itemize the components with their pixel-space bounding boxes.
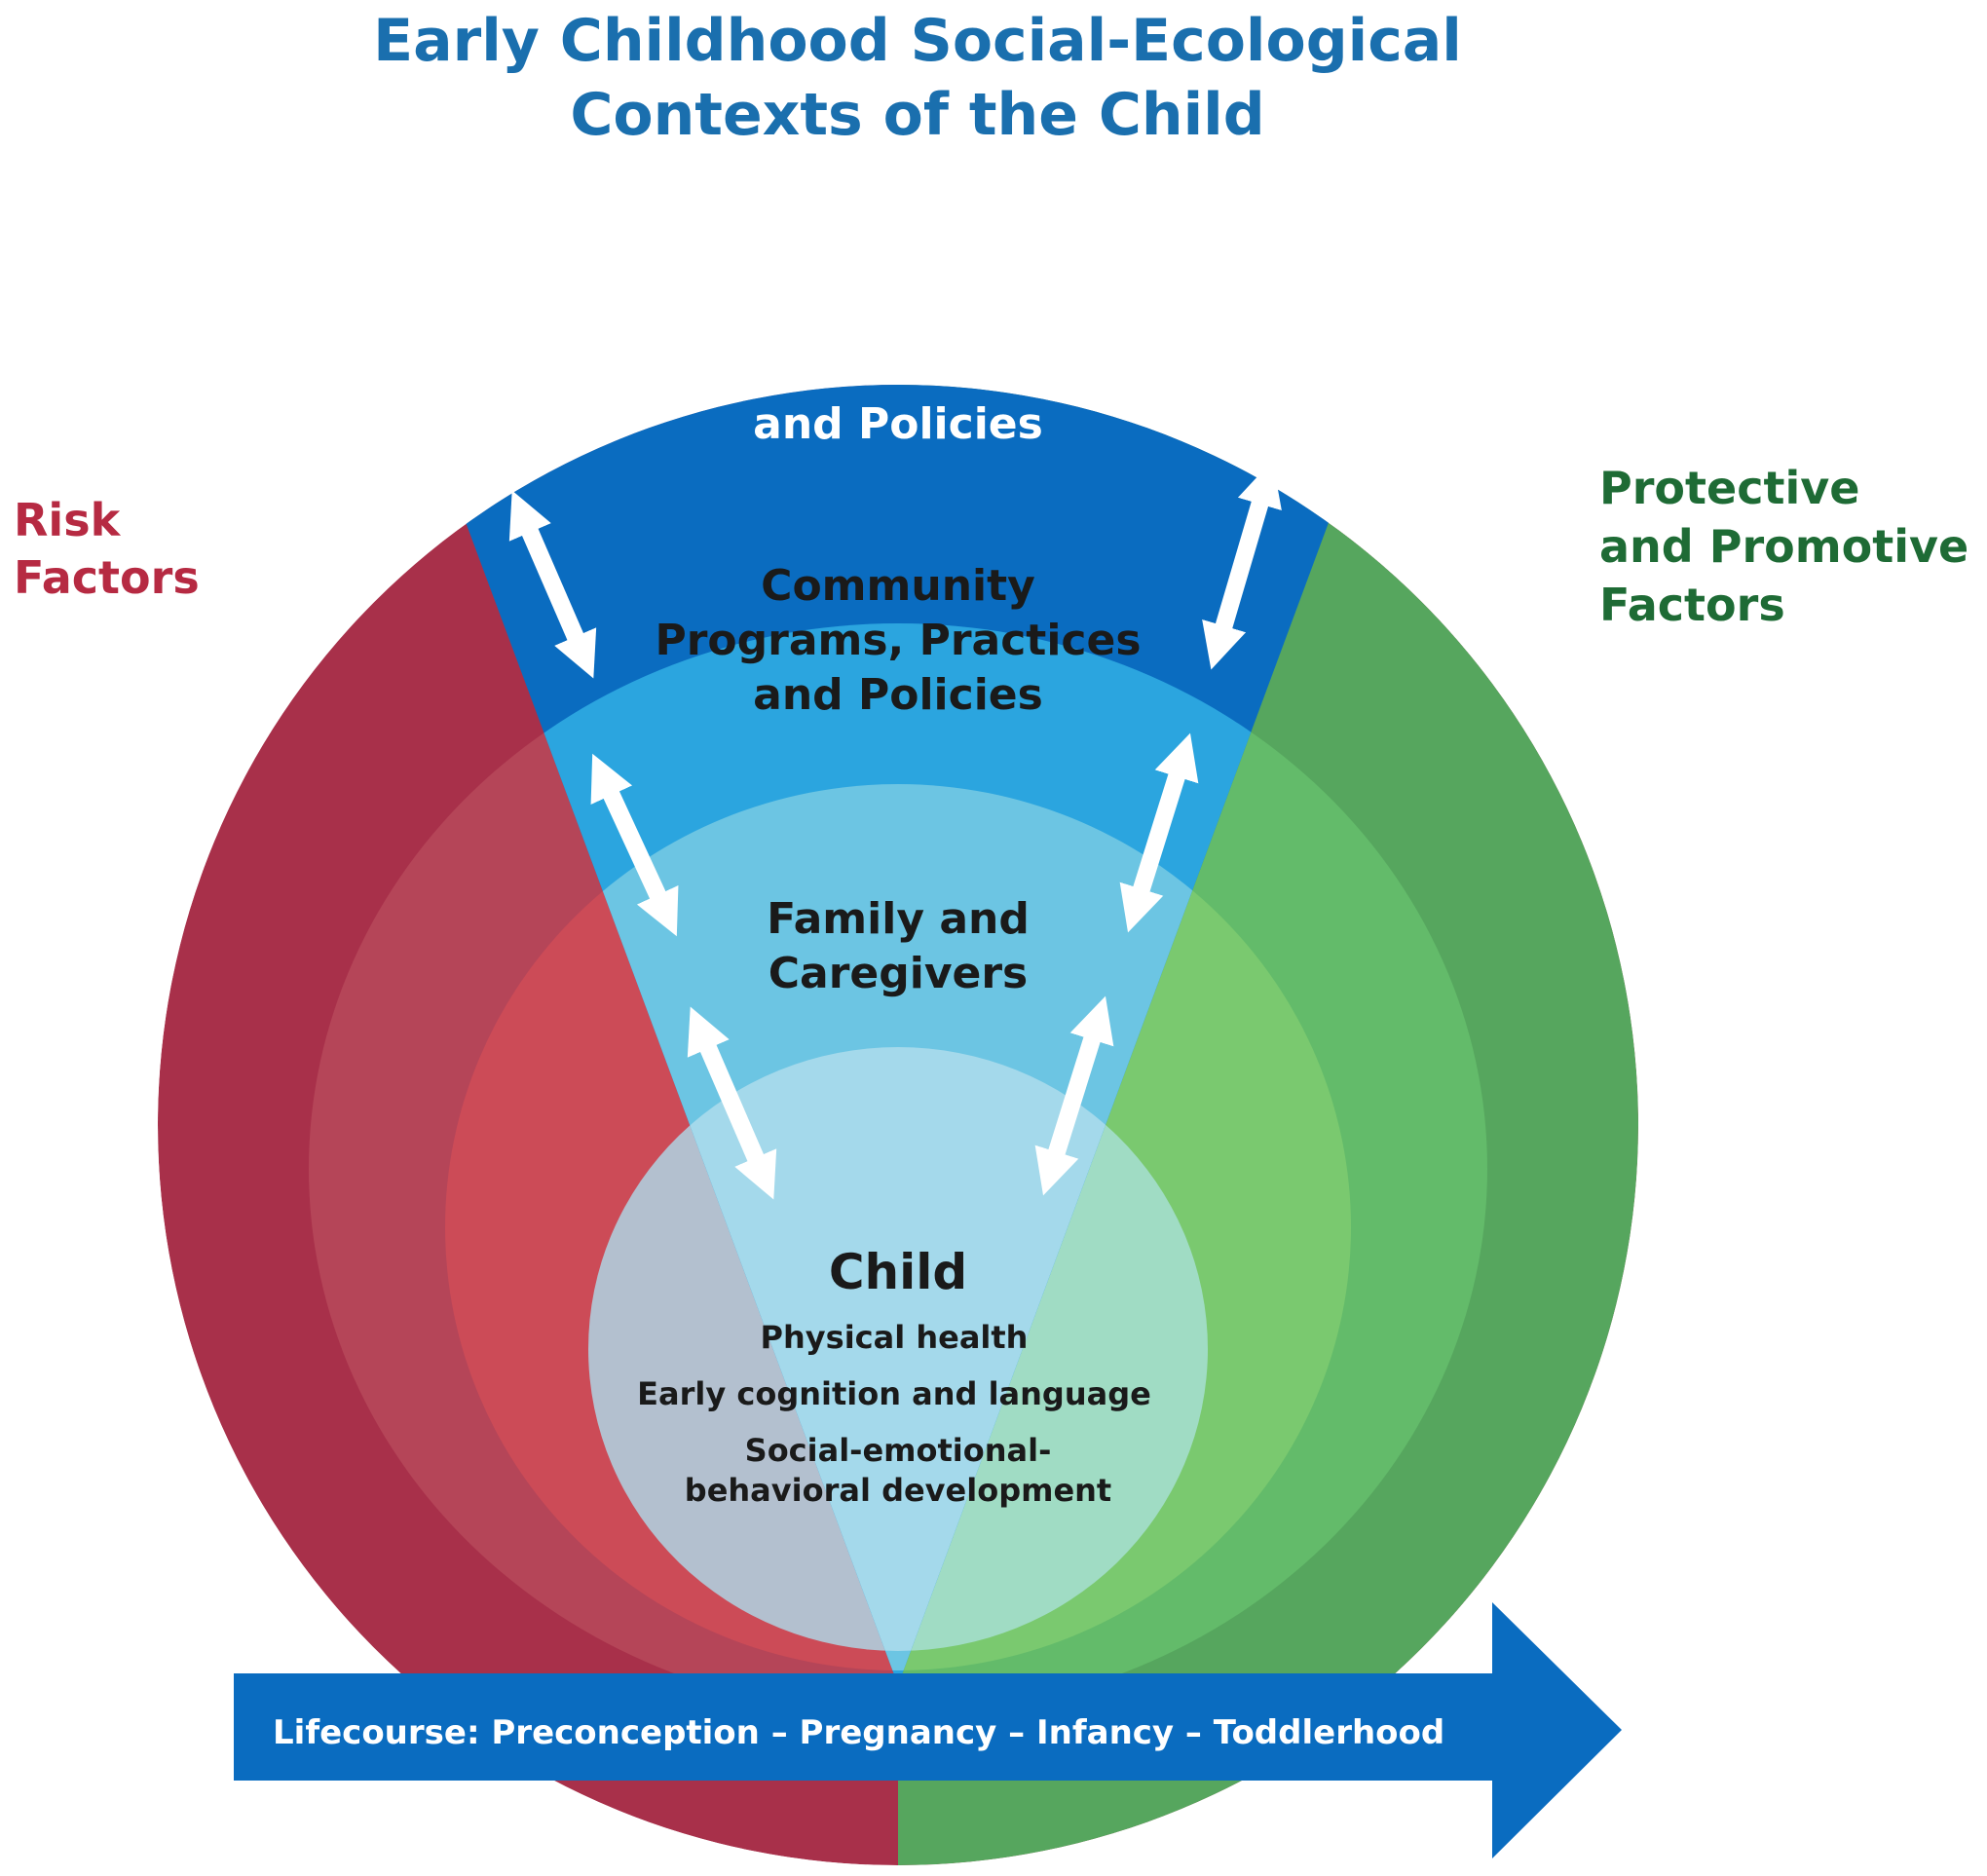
family-label-line-1: Family and	[767, 894, 1030, 944]
protective-factors-line-3: Factors	[1599, 579, 1785, 631]
risk-factors-line-1: Risk	[14, 494, 122, 546]
child-item-social-emotional-1: Social-emotional-	[745, 1432, 1052, 1469]
family-label: Family and Caregivers	[767, 894, 1030, 998]
societal-label-line-2: Practices,	[779, 345, 1018, 394]
protective-factors-line-1: Protective	[1599, 462, 1859, 514]
lifecourse-arrow-icon	[234, 1602, 1622, 1858]
child-item-cognition-language: Early cognition and language	[637, 1375, 1151, 1412]
child-label: Child Physical health Early cognition an…	[637, 1244, 1151, 1509]
societal-label: Societal Programs, Practices, and Polici…	[669, 290, 1127, 449]
protective-factors-label: Protective and Promotive Factors	[1599, 462, 1968, 631]
double-arrow-icon	[590, 753, 679, 937]
protective-factors-line-2: and Promotive	[1599, 520, 1968, 573]
family-label-line-2: Caregivers	[769, 949, 1029, 998]
interaction-arrows	[508, 460, 1282, 1200]
lifecourse-label: Lifecourse: Preconception – Pregnancy – …	[273, 1713, 1444, 1752]
community-label-line-3: and Policies	[753, 670, 1043, 720]
double-arrow-icon	[1119, 732, 1199, 933]
double-arrow-icon	[508, 490, 597, 679]
diagram-title-line-1: Early Childhood Social-Ecological	[373, 7, 1462, 75]
double-arrow-icon	[1202, 460, 1282, 670]
child-item-physical-health: Physical health	[761, 1319, 1029, 1356]
community-label-line-1: Community	[761, 561, 1035, 611]
child-heading: Child	[829, 1244, 967, 1300]
community-label: Community Programs, Practices and Polici…	[655, 561, 1141, 720]
risk-factors-label: Risk Factors	[14, 494, 200, 604]
double-arrow-icon	[687, 1006, 777, 1200]
societal-label-line-1: Societal Programs,	[669, 290, 1127, 340]
diagram-title-line-2: Contexts of the Child	[570, 81, 1264, 149]
lifecourse-arrow: Lifecourse: Preconception – Pregnancy – …	[234, 1602, 1622, 1858]
community-label-line-2: Programs, Practices	[655, 616, 1141, 665]
child-item-social-emotional-2: behavioral development	[685, 1472, 1111, 1509]
double-arrow-icon	[1034, 995, 1114, 1196]
risk-factors-line-2: Factors	[14, 551, 200, 604]
societal-label-line-3: and Policies	[753, 399, 1043, 449]
